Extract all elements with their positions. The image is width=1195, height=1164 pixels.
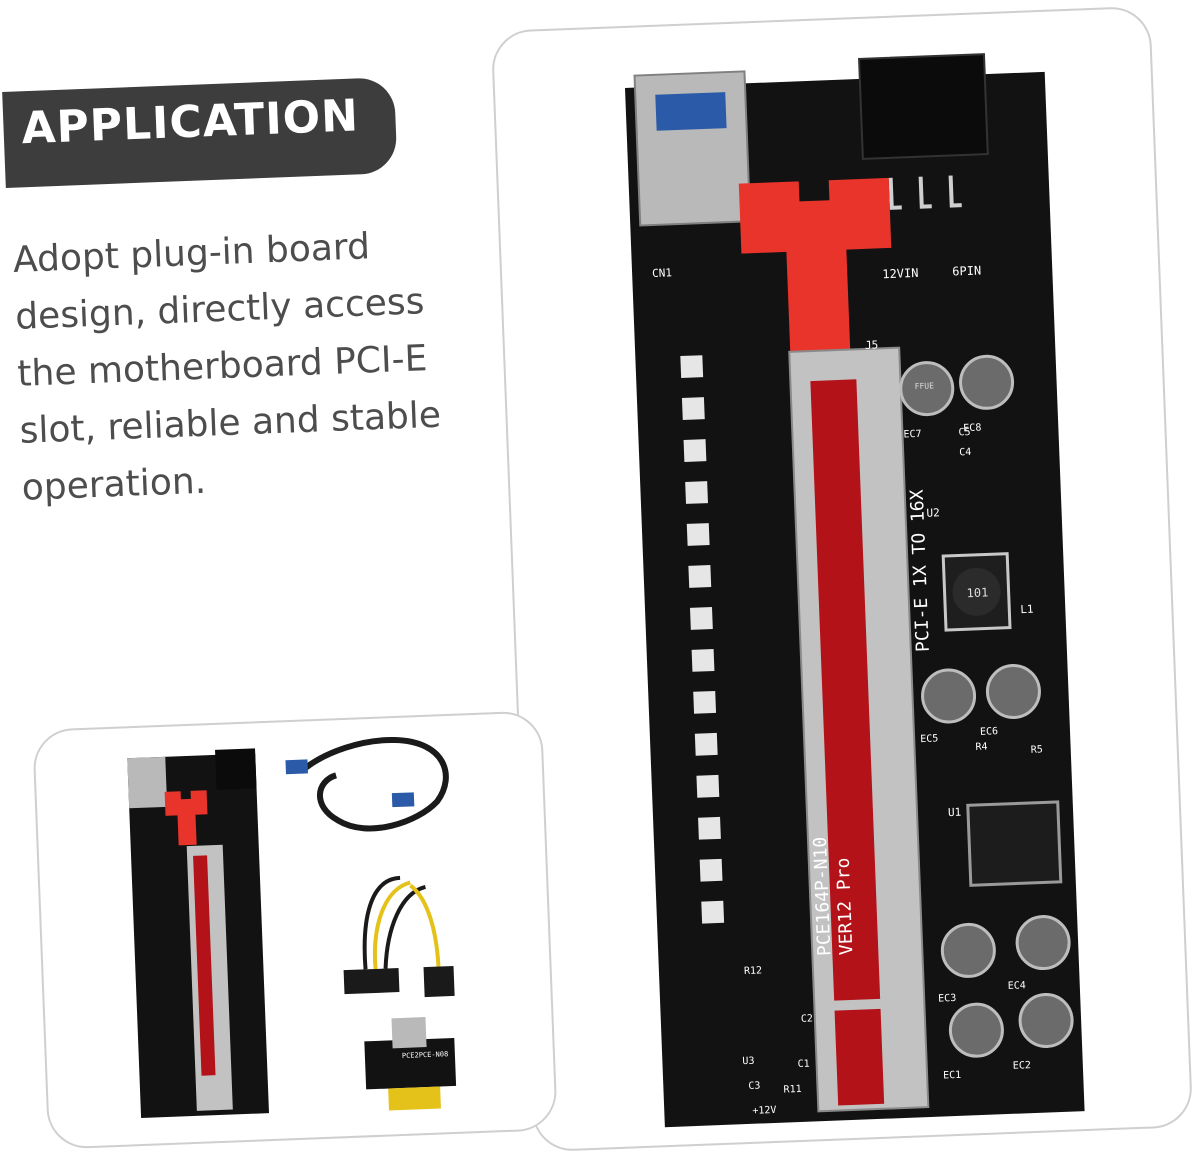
board-version: VER12 Pro (833, 857, 858, 955)
usb-cable (298, 737, 449, 832)
six-pin-connector (423, 965, 455, 998)
label-ec4: EC4 (1008, 980, 1026, 992)
power-pins (888, 175, 962, 210)
label-ec2: EC2 (1013, 1060, 1031, 1072)
label-ec1: EC1 (943, 1070, 961, 1082)
label-cn1: CN1 (652, 266, 672, 280)
label-c2: C2 (801, 1013, 813, 1024)
label-j5: J5 (865, 338, 879, 351)
label-l1: L1 (1020, 603, 1034, 616)
slot-contacts (810, 379, 881, 1001)
red-latch (738, 177, 892, 362)
capacitors (899, 354, 1074, 1058)
usb-port (633, 70, 752, 227)
sata-connector (343, 968, 400, 995)
label-u3: U3 (742, 1056, 754, 1067)
usb-plug-a (285, 759, 308, 775)
label-c4: C4 (959, 447, 971, 458)
slot-contacts-short (834, 1008, 885, 1106)
mini-riser-board (127, 748, 270, 1119)
regulator-u1 (966, 800, 1063, 887)
adapter-model: PCE2PCE-N08 (402, 1050, 449, 1060)
power-cable (362, 875, 441, 972)
package-contents-card: PCE2PCE-N08 (32, 710, 558, 1150)
label-ec5: EC5 (920, 733, 938, 745)
cap-marking: FFUE (914, 381, 934, 391)
label-c5: C5 (958, 427, 970, 438)
label-ec8: EC8 (963, 423, 981, 435)
label-c1: C1 (797, 1059, 809, 1070)
riser-board-image: PCI-E 1X TO 16X PCE164P-N10 VER12 Pro 12… (624, 53, 1085, 1128)
inductor-core (952, 567, 1001, 616)
label-r12: R12 (744, 965, 762, 977)
label-r4: R4 (975, 742, 987, 753)
label-u1: U1 (948, 806, 962, 819)
board-closeup-card: PCI-E 1X TO 16X PCE164P-N10 VER12 Pro 12… (490, 5, 1194, 1153)
usb-plug-b (391, 792, 415, 808)
label-ec3: EC3 (938, 993, 956, 1005)
label-r5: R5 (1031, 744, 1043, 755)
power-connector (858, 53, 989, 160)
led-column (680, 355, 725, 924)
label-c3: C3 (748, 1081, 760, 1092)
label-12vin: 12VIN (882, 266, 919, 281)
application-heading: APPLICATION (20, 90, 360, 155)
label-ec7: EC7 (903, 429, 921, 441)
label-ec6: EC6 (980, 726, 998, 738)
board-model: PCE164P-N10 (810, 836, 836, 956)
label-6pin: 6PIN (952, 263, 981, 278)
package-contents-image: PCE2PCE-N08 (127, 737, 457, 1119)
application-badge: APPLICATION (2, 76, 398, 188)
inductor-marking: 101 (966, 585, 988, 600)
label-r11: R11 (783, 1084, 801, 1096)
label-u2: U2 (926, 506, 940, 519)
description-text: Adopt plug-in board design, directly acc… (12, 226, 442, 509)
pcie-x1-adapter (364, 1017, 457, 1111)
label-12v-plus: +12V (752, 1105, 776, 1117)
